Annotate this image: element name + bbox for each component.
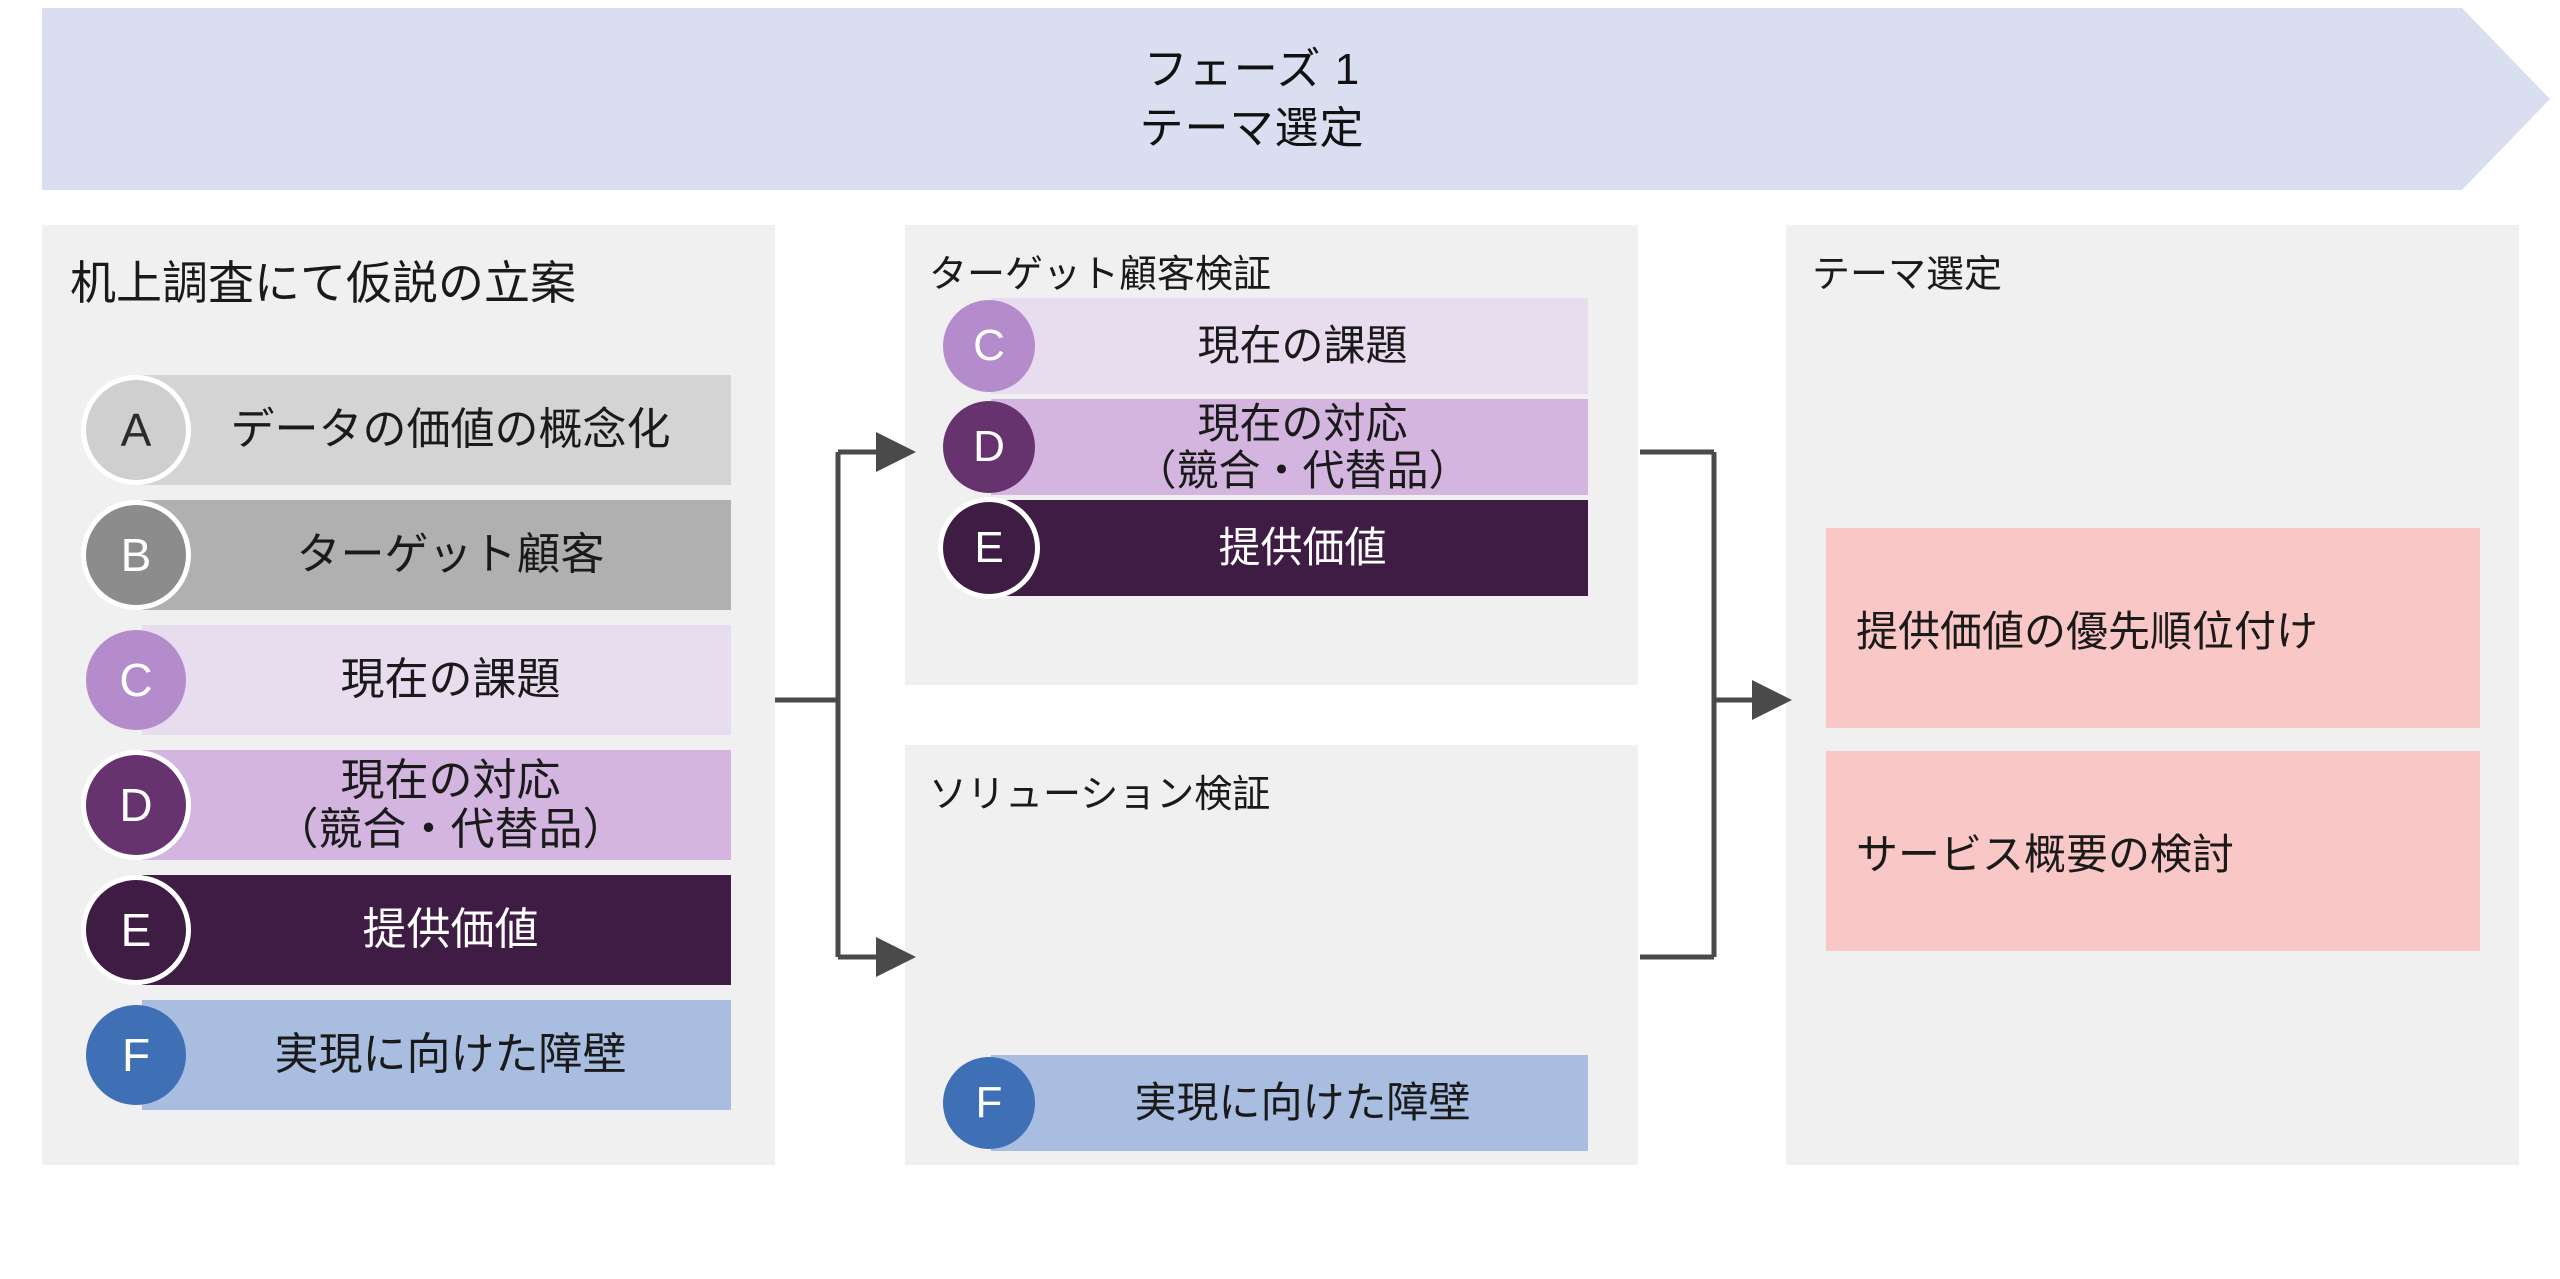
step-label: 現在の課題 [1197, 322, 1408, 370]
step-badge-f: F [86, 1005, 186, 1105]
step-badge-c: C [86, 630, 186, 730]
step-bar [991, 1055, 1588, 1151]
step-bar [991, 500, 1588, 596]
panel-desk-research: 机上調査にて仮説の立案 A データの価値の概念化 B ターゲット顧客 C 現在の課題 D 現在… [42, 225, 775, 1165]
panel-desk-research-title: 机上調査にて仮説の立案 [70, 257, 576, 309]
step-label: 現在の課題 [340, 655, 561, 705]
step-badge-d: D [943, 401, 1035, 493]
panel-target-validation-title: ターゲット顧客検証 [929, 254, 1272, 296]
theme-result-label: サービス概要の検討 [1856, 830, 2235, 878]
panel-theme-selection-title: テーマ選定 [1812, 254, 2003, 296]
step-bar [142, 1000, 731, 1110]
step-bar [142, 500, 731, 610]
step-bar [142, 750, 731, 860]
step-badge-a: A [86, 380, 186, 480]
step-label: 提供価値 [362, 905, 539, 955]
target-step-d[interactable]: D 現在の対応 （競合・代替品） [943, 399, 1588, 495]
step-label: 現在の対応 （競合・代替品） [274, 755, 627, 854]
target-step-e[interactable]: E 提供価値 [943, 500, 1588, 596]
panel-theme-selection: テーマ選定 提供価値の優先順位付けサービス概要の検討 [1786, 225, 2519, 1165]
desk-step-f[interactable]: F 実現に向けた障壁 [86, 1000, 731, 1110]
phase-banner: フェーズ 1 テーマ選定 [42, 8, 2550, 190]
step-label: 現在の対応 （競合・代替品） [1134, 399, 1471, 494]
desk-step-c[interactable]: C 現在の課題 [86, 625, 731, 735]
desk-step-b[interactable]: B ターゲット顧客 [86, 500, 731, 610]
step-badge-e: E [86, 880, 186, 980]
desk-step-a[interactable]: A データの価値の概念化 [86, 375, 731, 485]
step-label: 実現に向けた障壁 [1134, 1079, 1471, 1127]
step-label: データの価値の概念化 [230, 405, 671, 455]
step-label: 実現に向けた障壁 [274, 1030, 627, 1080]
step-bar [142, 625, 731, 735]
desk-step-e[interactable]: E 提供価値 [86, 875, 731, 985]
step-bar [142, 875, 731, 985]
step-badge-b: B [86, 505, 186, 605]
step-bar [991, 298, 1588, 394]
step-label: ターゲット顧客 [296, 530, 605, 580]
theme-result-box-1[interactable]: 提供価値の優先順位付け [1826, 528, 2480, 728]
solution-step-f[interactable]: F 実現に向けた障壁 [943, 1055, 1588, 1151]
panel-solution-validation-title: ソリューション検証 [929, 774, 1271, 816]
theme-result-box-2[interactable]: サービス概要の検討 [1826, 751, 2480, 951]
validation-to-theme-connector [1640, 449, 1792, 960]
panel-solution-validation: ソリューション検証 F 実現に向けた障壁 [905, 745, 1638, 1165]
desk-step-d[interactable]: D 現在の対応 （競合・代替品） [86, 750, 731, 860]
target-step-c[interactable]: C 現在の課題 [943, 298, 1588, 394]
desk-to-validation-connector [775, 432, 916, 977]
step-badge-e: E [943, 502, 1035, 594]
step-label: 提供価値 [1218, 524, 1387, 572]
step-bar [142, 375, 731, 485]
phase-label: フェーズ 1 [1143, 44, 1361, 94]
step-badge-d: D [86, 755, 186, 855]
step-bar [991, 399, 1588, 495]
panel-target-validation: ターゲット顧客検証 C 現在の課題 D 現在の対応 （競合・代替品） E 提供価値 [905, 225, 1638, 685]
step-badge-c: C [943, 300, 1035, 392]
phase-name: テーマ選定 [1139, 104, 1365, 153]
step-badge-f: F [943, 1057, 1035, 1149]
theme-result-label: 提供価値の優先順位付け [1856, 607, 2319, 655]
